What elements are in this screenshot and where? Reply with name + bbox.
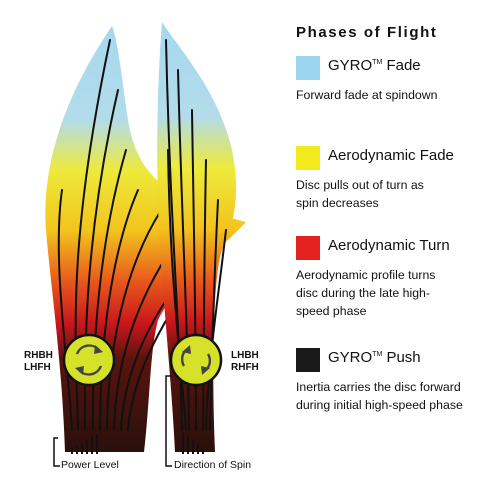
- right-throw-type-1: LHBH: [231, 350, 259, 361]
- left-spin-lines: [57, 39, 215, 431]
- left-flight-path: [45, 26, 246, 452]
- spin-direction-bracket: [165, 375, 172, 467]
- legend-desc-aerodynamic-fade: Disc pulls out of turn as spin decreases: [296, 178, 424, 210]
- power-level-caption: Power Level: [61, 459, 119, 471]
- right-spin-disc: [169, 333, 223, 387]
- right-throw-type-2: RHFH: [231, 362, 259, 373]
- swatch-gyro-push: [296, 348, 320, 372]
- legend-desc-gyro-fade: Forward fade at spindown: [296, 88, 438, 102]
- right-arrow-head-2: [201, 366, 210, 375]
- right-throw-types: LHBH RHFH: [231, 350, 259, 374]
- power-level-bars-icon: [71, 434, 98, 454]
- legend-desc-aerodynamic-turn: Aerodynamic profile turns disc during th…: [296, 268, 436, 318]
- spin-direction-bars-icon: [182, 432, 204, 454]
- left-throw-type-2: LHFH: [24, 362, 51, 373]
- legend-label-aerodynamic-fade: Aerodynamic Fade: [328, 147, 454, 164]
- swatch-aerodynamic-turn: [296, 236, 320, 260]
- legend-desc-gyro-push: Inertia carries the disc forward during …: [296, 380, 463, 412]
- legend-label-gyro-fade: GYROTM Fade: [328, 57, 421, 74]
- left-spin-disc: [62, 333, 116, 387]
- left-throw-types: RHBH LHFH: [24, 350, 53, 374]
- right-arrow-head-1: [182, 345, 191, 354]
- flight-path-diagram: [45, 22, 246, 467]
- left-throw-type-1: RHBH: [24, 350, 53, 361]
- power-level-bracket: [53, 437, 60, 467]
- legend-label-gyro-push: GYROTM Push: [328, 349, 421, 366]
- swatch-aerodynamic-fade: [296, 146, 320, 170]
- left-arrow-head-1: [94, 345, 103, 354]
- right-spin-lines: [165, 39, 227, 431]
- right-flight-path: [157, 22, 237, 452]
- legend-label-aerodynamic-turn: Aerodynamic Turn: [328, 237, 450, 254]
- left-arrow-head-2: [75, 366, 84, 375]
- direction-of-spin-caption: Direction of Spin: [174, 459, 252, 471]
- swatch-gyro-fade: [296, 56, 320, 80]
- legend-title: Phases of Flight: [296, 24, 438, 41]
